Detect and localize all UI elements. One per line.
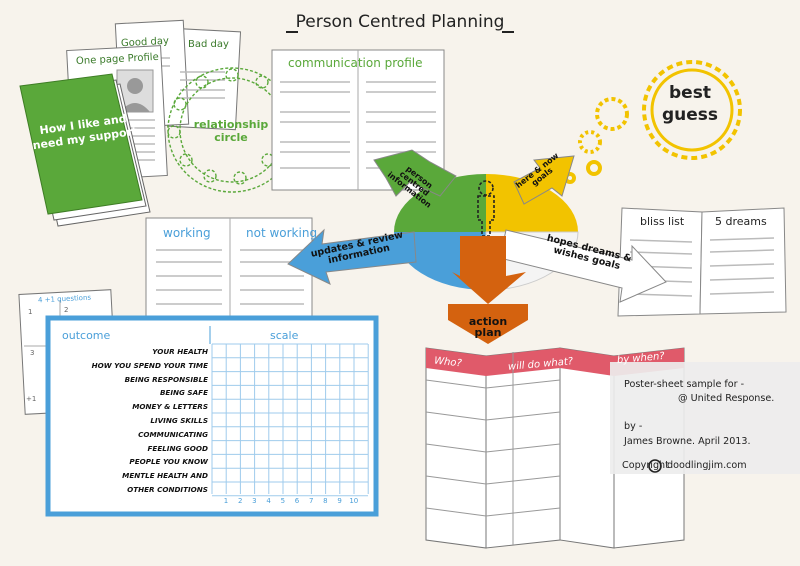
scale-number: 1 — [223, 497, 229, 505]
scale-grid — [211, 343, 369, 497]
support-booklet — [19, 73, 151, 227]
question-number: 2 — [64, 306, 69, 314]
best-guess-gears — [564, 60, 742, 184]
outcome-row-label: COMMUNICATING — [138, 429, 208, 439]
outcome-row-label: MONEY & LETTERS — [132, 402, 208, 412]
scale-number: 3 — [252, 497, 257, 505]
scale-number: 8 — [323, 497, 328, 505]
outcome-row-label: OTHER CONDITIONS — [127, 485, 208, 494]
scale-number: 10 — [349, 497, 359, 505]
scale-header: scale — [270, 329, 299, 342]
scale-number: 4 — [266, 497, 271, 505]
bad-day-label: Bad day — [188, 39, 229, 50]
outcome-row-label: PEOPLE YOU KNOW — [129, 457, 208, 467]
outcome-row-label: MENTLE HEALTH AND — [122, 471, 208, 481]
scale-number: 7 — [308, 497, 314, 505]
copyright-label: Copyright — [622, 460, 669, 471]
action-plan-arrow-label: action plan — [468, 315, 508, 339]
outcome-row-label: BEING SAFE — [159, 388, 208, 398]
outcome-header: outcome — [62, 329, 111, 342]
question-number: 1 — [28, 308, 33, 316]
question-number: 3 — [30, 349, 35, 357]
working-label: working — [163, 226, 211, 240]
question-number: +1 — [26, 395, 37, 403]
note-line-3: by - — [624, 421, 643, 432]
action-sheet — [425, 347, 685, 549]
outcome-row-label: YOUR HEALTH — [152, 347, 208, 356]
page-title: Person Centred Planning — [295, 12, 505, 32]
outcome-row-label: HOW YOU SPEND YOUR TIME — [91, 360, 208, 370]
relationship-circle-label: relationship circle — [193, 118, 269, 145]
scale-number: 2 — [237, 497, 243, 505]
communication-profile-label: communication profile — [288, 56, 423, 70]
note-line-4: James Browne. April 2013. — [624, 436, 751, 447]
outcome-row-label: FEELING GOOD — [147, 443, 209, 453]
scale-number: 6 — [294, 497, 300, 505]
not-working-label: not working — [246, 226, 318, 240]
outcome-row-label: LIVING SKILLS — [150, 416, 208, 425]
copyright-icon — [648, 459, 662, 473]
note-line-1: Poster-sheet sample for - — [624, 379, 745, 390]
bliss-list-label: bliss list — [640, 215, 685, 228]
working-book — [145, 217, 313, 331]
note-line-2: @ United Response. — [678, 393, 775, 404]
arrow-shapes — [287, 149, 667, 344]
five-dreams-label: 5 dreams — [715, 215, 767, 228]
outcome-row-label: BEING RESPONSIBLE — [124, 374, 208, 384]
scale-number: 9 — [337, 497, 342, 505]
scale-number: 5 — [280, 497, 286, 505]
note-card — [610, 362, 800, 474]
best-guess-label: best guess — [661, 83, 719, 126]
website-label: doodlingjim.com — [667, 460, 747, 471]
